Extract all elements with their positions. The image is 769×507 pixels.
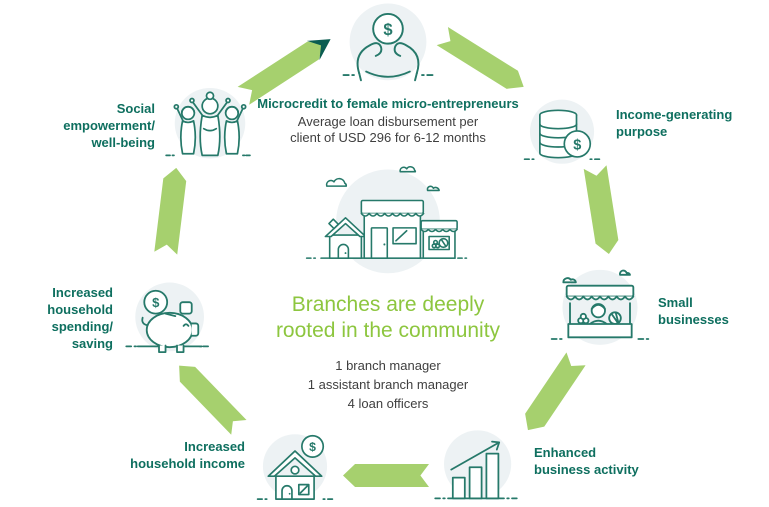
microcredit-subtitle: Average loan disbursement per client of … bbox=[290, 114, 486, 145]
arrow-social-to-microcredit bbox=[237, 39, 331, 105]
branch-storefront-icon bbox=[305, 166, 468, 274]
arrow-enhanced-to-household bbox=[343, 463, 429, 488]
arrow-income-to-smallbiz bbox=[583, 165, 619, 254]
arrow-household-to-spending bbox=[179, 365, 247, 435]
microcredit-title: Microcredit to female micro-entrepreneur… bbox=[257, 96, 519, 111]
node-income-generating: $ Income-generating purpose bbox=[520, 92, 736, 176]
svg-text:$: $ bbox=[152, 295, 160, 310]
node-microcredit: $ Microcredit to female micro-entreprene… bbox=[228, 0, 548, 146]
node-household-spending: Increased household spending/ saving $ bbox=[8, 276, 213, 366]
svg-text:$: $ bbox=[309, 440, 316, 454]
social-empowerment-label: Social empowerment/ well-being bbox=[63, 101, 155, 150]
node-small-businesses: Small businesses bbox=[550, 262, 758, 356]
center-headline: Branches are deeply rooted in the commun… bbox=[275, 293, 501, 342]
household-income-label: Increased household income bbox=[130, 439, 245, 471]
center-branch: Branches are deeply rooted in the commun… bbox=[258, 160, 518, 413]
svg-text:$: $ bbox=[383, 20, 392, 39]
arrow-smallbiz-to-enhanced bbox=[525, 352, 586, 431]
center-staff-list: 1 branch manager 1 assistant branch mana… bbox=[258, 356, 518, 413]
small-businesses-label: Small businesses bbox=[658, 295, 729, 327]
house-with-coin-icon: $ bbox=[256, 434, 334, 500]
market-stall-icon bbox=[550, 269, 650, 345]
svg-text:$: $ bbox=[573, 137, 581, 153]
growth-bar-chart-icon bbox=[434, 430, 518, 500]
staff-line: 4 loan officers bbox=[347, 396, 429, 411]
income-generating-label: Income-generating purpose bbox=[616, 107, 733, 139]
household-spending-label: Increased household spending/ saving bbox=[47, 285, 113, 351]
hands-holding-coin-icon: $ bbox=[342, 3, 434, 82]
enhanced-business-label: Enhanced business activity bbox=[534, 445, 639, 477]
node-household-income: Increased household income $ bbox=[100, 422, 337, 506]
coin-stack-icon: $ bbox=[523, 99, 601, 164]
arrow-spending-to-social bbox=[154, 167, 187, 255]
arrow-microcredit-to-income bbox=[436, 27, 524, 89]
staff-line: 1 assistant branch manager bbox=[307, 377, 469, 392]
three-women-icon bbox=[165, 87, 251, 159]
piggy-bank-icon: $ bbox=[125, 282, 209, 353]
staff-line: 1 branch manager bbox=[335, 358, 441, 373]
node-enhanced-business: Enhanced business activity bbox=[432, 420, 654, 504]
node-social-empowerment: Social empowerment/ well-being bbox=[40, 80, 257, 168]
